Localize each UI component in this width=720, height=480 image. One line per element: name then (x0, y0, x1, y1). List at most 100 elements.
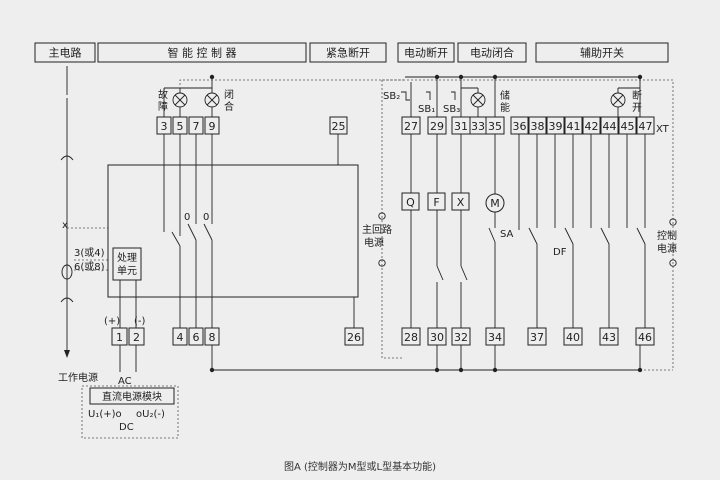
controller-top-terminals: 3 5 7 9 25 (156, 116, 348, 135)
sb1-button-icon (426, 91, 431, 100)
storage-lamp: 储 能 (470, 89, 510, 114)
terminal-36-label: 36 (513, 120, 527, 133)
contact-no-label-1: 0 (184, 212, 190, 223)
sb2-button-icon (401, 91, 410, 101)
terminal-34-label: 34 (488, 331, 502, 344)
xt-label: XT (656, 124, 670, 135)
header-emergency-open-label: 紧急断开 (326, 46, 370, 60)
terminal-41 (564, 116, 583, 135)
header-aux-switch-label: 辅助开关 (580, 46, 624, 60)
right-top-terminals: 27 29 31 33 35 36 38 39 41 42 44 45 47 (401, 116, 655, 135)
terminal-31-label: 31 (454, 120, 468, 133)
terminal-47 (636, 116, 655, 135)
terminal-1-label: 1 (116, 331, 123, 344)
terminal-28 (401, 327, 421, 346)
dc-label: DC (119, 422, 134, 433)
breaker-arc-icon (60, 155, 74, 161)
sa-label: SA (500, 229, 514, 240)
terminal-26-label: 26 (347, 331, 361, 344)
terminal-4-label: 4 (177, 331, 184, 344)
terminal-42-label: 42 (585, 120, 599, 133)
terminal-37 (527, 327, 547, 346)
coil-q-label: Q (406, 196, 415, 209)
fault-lamp: 故 障 (158, 88, 188, 113)
terminal-38-label: 38 (531, 120, 545, 133)
terminal-45 (618, 116, 637, 135)
terminal-28-label: 28 (404, 331, 418, 344)
header-electric-open (397, 42, 455, 63)
right-bottom-terminals: 28 30 32 34 37 40 43 46 (401, 327, 655, 346)
terminal-46 (635, 327, 655, 346)
header-emergency-open (309, 42, 387, 63)
terminal-44 (600, 116, 619, 135)
terminal-5-label: 5 (177, 120, 184, 133)
figure-caption: 图A (控制器为M型或L型基本功能) (284, 460, 436, 473)
coil-x-label: X (457, 196, 465, 209)
terminal-36 (510, 116, 529, 135)
breaker-contact-mark: x (62, 220, 68, 231)
terminal-2-label: 2 (133, 331, 140, 344)
main-circuit: x 3(或4) 6(或8) (60, 66, 105, 358)
terminal-46-label: 46 (638, 331, 652, 344)
controller-body (107, 164, 359, 298)
close-label-a: 闭 (224, 88, 234, 101)
terminal-2 (128, 327, 145, 346)
df-label: DF (553, 247, 567, 258)
open-lamp: 断 开 (610, 89, 642, 114)
coil-f (427, 192, 446, 211)
terminal-47-label: 47 (639, 120, 653, 133)
close-lamp: 闭 合 (204, 88, 234, 113)
ac-label: AC (118, 376, 132, 387)
header-electric-close (457, 42, 527, 63)
terminal-27-label: 27 (404, 120, 418, 133)
ctrl-ps-terminal-top (669, 218, 677, 226)
terminal-9-label: 9 (209, 120, 216, 133)
terminal-44-label: 44 (603, 120, 617, 133)
arrow-down-icon (64, 350, 70, 358)
processing-unit (112, 247, 142, 281)
terminal-40 (563, 327, 583, 346)
close-label-b: 合 (224, 100, 234, 113)
dc-module-label: 直流电源模块 (102, 390, 162, 403)
ctrl-ps-terminal-bottom (669, 259, 677, 267)
sb2-label: SB₂ (383, 91, 400, 102)
ct-label-1: 3(或4) (74, 247, 105, 259)
terminal-40-label: 40 (566, 331, 580, 344)
terminal-29-label: 29 (430, 120, 444, 133)
terminal-32-label: 32 (454, 331, 468, 344)
dc-module-frame (81, 385, 179, 439)
processing-unit-label-1: 处理 (117, 252, 137, 264)
ctrl-ps-label-1: 控制 (657, 229, 677, 242)
terminal-4 (172, 327, 188, 346)
terminal-41-label: 41 (567, 120, 581, 133)
header-smart-controller-label: 智 能 控 制 器 (168, 46, 237, 60)
terminal-35-label: 35 (488, 120, 502, 133)
terminal-3-label: 3 (161, 120, 168, 133)
terminal-39-label: 39 (549, 120, 563, 133)
terminal-25-label: 25 (332, 120, 346, 133)
sb3-label: SB₃ (443, 104, 460, 115)
terminal-25 (329, 116, 348, 135)
header-electric-open-label: 电动断开 (404, 46, 448, 60)
sb3-button-icon (451, 91, 456, 100)
main-ps-terminal-top (378, 212, 386, 220)
coil-x (451, 192, 470, 211)
header-row: 主电路 智 能 控 制 器 紧急断开 电动断开 电动闭合 辅助开关 (34, 42, 669, 63)
minus-label: (-) (134, 316, 146, 327)
open-label-a: 断 (632, 89, 642, 102)
current-transformer-icon (61, 264, 73, 280)
terminal-45-label: 45 (621, 120, 635, 133)
terminal-43 (599, 327, 619, 346)
dc-module-box (89, 387, 175, 405)
plus-label: (+) (104, 316, 120, 327)
open-label-b: 开 (632, 103, 642, 114)
coil-q (401, 192, 420, 211)
motor-label: M (490, 197, 500, 210)
contact-no-label-2: 0 (203, 212, 209, 223)
work-power-label: 工作电源 (58, 371, 98, 384)
terminal-33-label: 33 (471, 120, 485, 133)
header-main-circuit-label: 主电路 (49, 47, 82, 60)
terminal-6-label: 6 (193, 331, 200, 344)
terminal-7-label: 7 (193, 120, 200, 133)
u1-label: U₁(+)o (88, 409, 122, 420)
